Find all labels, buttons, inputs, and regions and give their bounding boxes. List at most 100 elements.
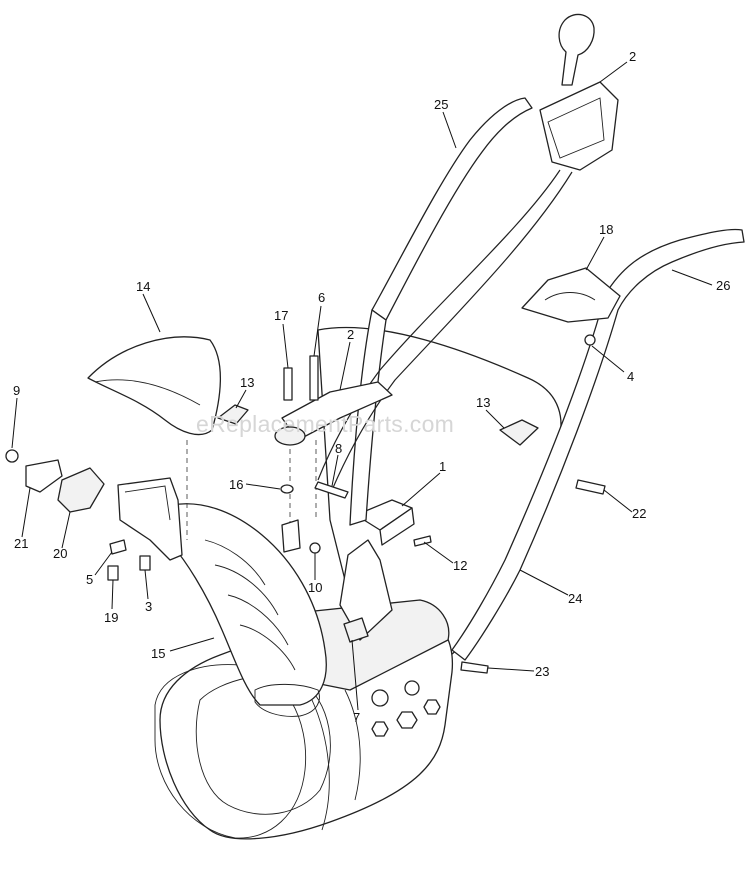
housing-hex-hole-1 — [396, 711, 418, 729]
callout-23: 23 — [535, 664, 549, 679]
housing-rib-1 — [311, 699, 330, 831]
bolt-3 — [139, 555, 151, 571]
leader-17 — [282, 323, 289, 369]
housing-hole-2 — [404, 680, 420, 696]
callout-24: 24 — [568, 591, 582, 606]
callout-8: 8 — [335, 441, 342, 456]
callout-13-right: 13 — [476, 395, 490, 410]
gear-pinion — [274, 426, 306, 446]
leader-14 — [142, 293, 161, 333]
bolt-19 — [107, 565, 119, 581]
chute-bracket-inner — [124, 485, 171, 521]
gear-plate — [521, 267, 621, 323]
callout-2-top: 2 — [629, 49, 636, 64]
callout-1: 1 — [439, 459, 446, 474]
panel-face — [547, 97, 605, 159]
chute-rib-3 — [227, 594, 289, 646]
gear-case-20 — [57, 467, 105, 513]
leader-25 — [442, 111, 457, 149]
leader-13b — [485, 409, 505, 429]
leader-1 — [401, 472, 441, 507]
callout-12: 12 — [453, 558, 467, 573]
callout-3: 3 — [145, 599, 152, 614]
lower-column — [339, 539, 393, 641]
callout-25: 25 — [434, 97, 448, 112]
leader-15 — [169, 637, 215, 652]
deflector-fold — [94, 379, 201, 406]
callout-16: 16 — [229, 477, 243, 492]
leader-23 — [487, 667, 535, 672]
chute-rib-1 — [204, 539, 266, 586]
nut-10 — [309, 542, 321, 554]
housing-hex-hole-3 — [371, 721, 389, 737]
housing-opening — [154, 664, 307, 839]
housing-rib-2 — [344, 689, 361, 801]
leader-2b — [339, 341, 351, 391]
bolt-6 — [309, 355, 319, 401]
chute-rib-2 — [214, 564, 279, 616]
callout-21: 21 — [14, 536, 28, 551]
fitting-7 — [343, 617, 369, 643]
callout-4: 4 — [627, 369, 634, 384]
leader-6 — [313, 305, 322, 357]
bolt-5 — [109, 539, 127, 555]
washer-16 — [280, 484, 294, 494]
housing-hole-1 — [371, 689, 389, 707]
callout-2-mid: 2 — [347, 327, 354, 342]
leader-20 — [61, 511, 71, 549]
pin-8 — [314, 481, 349, 499]
leader-19 — [111, 579, 114, 610]
callout-26: 26 — [716, 278, 730, 293]
control-panel — [539, 81, 619, 171]
leader-18 — [585, 236, 605, 271]
callout-5: 5 — [86, 572, 93, 587]
discharge-chute — [171, 503, 327, 706]
leader-26 — [671, 269, 713, 286]
callout-10: 10 — [308, 580, 322, 595]
housing-hex-hole-2 — [423, 699, 441, 715]
leader-8 — [331, 454, 339, 487]
leader-7 — [351, 639, 359, 711]
bolt-22 — [575, 479, 606, 495]
cable-1 — [317, 169, 561, 481]
leader-4 — [591, 345, 625, 373]
leader-13a — [235, 389, 247, 409]
handle-right — [451, 228, 745, 661]
part-13-right — [499, 419, 539, 446]
callout-6: 6 — [318, 290, 325, 305]
chute-rib-4 — [239, 624, 296, 671]
callout-18: 18 — [599, 222, 613, 237]
callout-13-left: 13 — [240, 375, 254, 390]
bracket-1-side — [379, 507, 415, 546]
chute-bracket — [117, 477, 183, 561]
callout-7: 7 — [353, 710, 360, 725]
bolt-17 — [283, 367, 293, 401]
handle-left-lower — [349, 309, 387, 526]
callout-15: 15 — [151, 646, 165, 661]
leader-3 — [144, 569, 149, 600]
shift-knob — [558, 13, 595, 86]
leader-12 — [423, 541, 454, 564]
chute-rim — [254, 683, 320, 717]
column-tube — [281, 519, 301, 553]
leader-22 — [603, 489, 633, 513]
part-13-left — [217, 404, 249, 425]
callout-9: 9 — [13, 383, 20, 398]
gear-plate-arc — [544, 292, 596, 301]
callout-20: 20 — [53, 546, 67, 561]
callout-22: 22 — [632, 506, 646, 521]
bolt-12 — [413, 535, 432, 547]
leader-16 — [245, 483, 281, 490]
callout-17: 17 — [274, 308, 288, 323]
watermark: eReplacementParts.com — [196, 411, 454, 437]
cable-2 — [331, 171, 573, 491]
leader-2a — [599, 61, 628, 83]
callout-19: 19 — [104, 610, 118, 625]
bolt-23 — [460, 661, 489, 674]
chute-deflector — [87, 336, 222, 436]
pawl-21 — [25, 459, 63, 493]
housing-top-plate — [299, 599, 450, 691]
callout-14: 14 — [136, 279, 150, 294]
nut-4 — [584, 334, 596, 346]
